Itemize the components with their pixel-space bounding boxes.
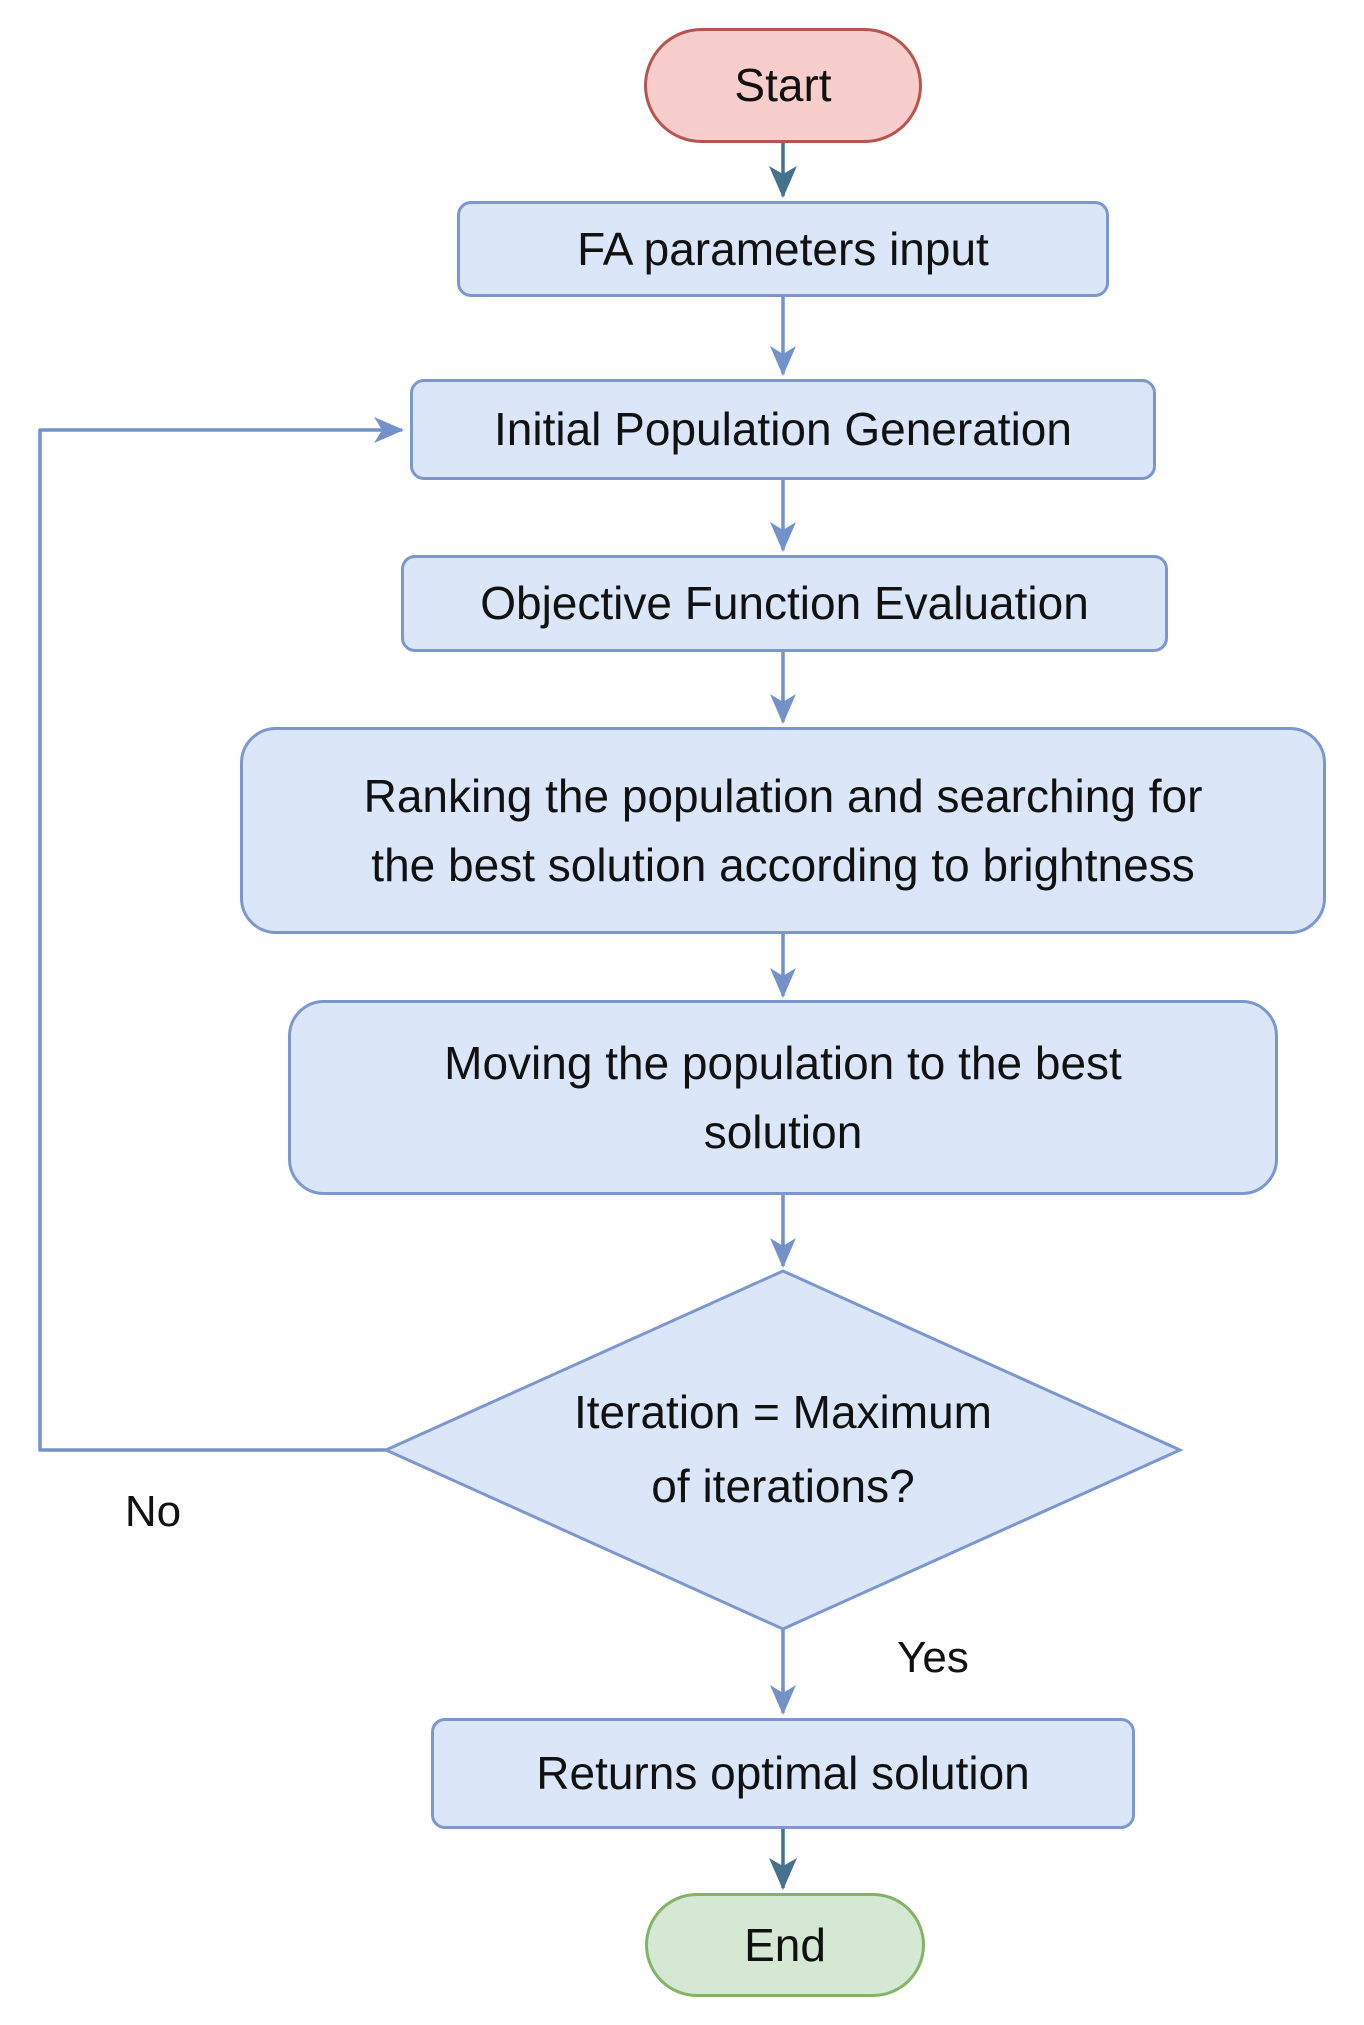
decision-node-text: Iteration = Maximum of iterations?: [386, 1271, 1180, 1629]
decision-line2: of iterations?: [651, 1460, 915, 1512]
ranking-population-node: Ranking the population and searching for…: [240, 727, 1326, 934]
end-label: End: [744, 1918, 826, 1971]
ranking-population-line2: the best solution according to brightnes…: [371, 838, 1195, 891]
objective-function-label: Objective Function Evaluation: [480, 577, 1089, 629]
returns-optimal-solution-node: Returns optimal solution: [431, 1718, 1135, 1829]
no-edge-label: No: [124, 1487, 182, 1536]
returns-optimal-solution-label: Returns optimal solution: [536, 1747, 1030, 1799]
initial-population-node: Initial Population Generation: [410, 379, 1156, 480]
objective-function-node: Objective Function Evaluation: [401, 555, 1168, 652]
moving-population-line1: Moving the population to the best: [444, 1036, 1122, 1089]
ranking-population-line1: Ranking the population and searching for: [363, 769, 1203, 822]
decision-diamond: [382, 1269, 1184, 1631]
fa-parameters-input-node: FA parameters input: [457, 201, 1109, 297]
end-node: End: [645, 1893, 925, 1997]
edge-no-feedback-loop: [38, 417, 404, 1452]
start-node: Start: [644, 28, 922, 143]
moving-population-line2: solution: [703, 1105, 863, 1158]
yes-edge-label: Yes: [897, 1633, 969, 1682]
fa-parameters-input-label: FA parameters input: [577, 222, 989, 275]
initial-population-label: Initial Population Generation: [494, 403, 1072, 455]
decision-line1: Iteration = Maximum: [574, 1386, 992, 1439]
start-label: Start: [734, 59, 832, 111]
moving-population-node: Moving the population to the best soluti…: [288, 1000, 1278, 1195]
